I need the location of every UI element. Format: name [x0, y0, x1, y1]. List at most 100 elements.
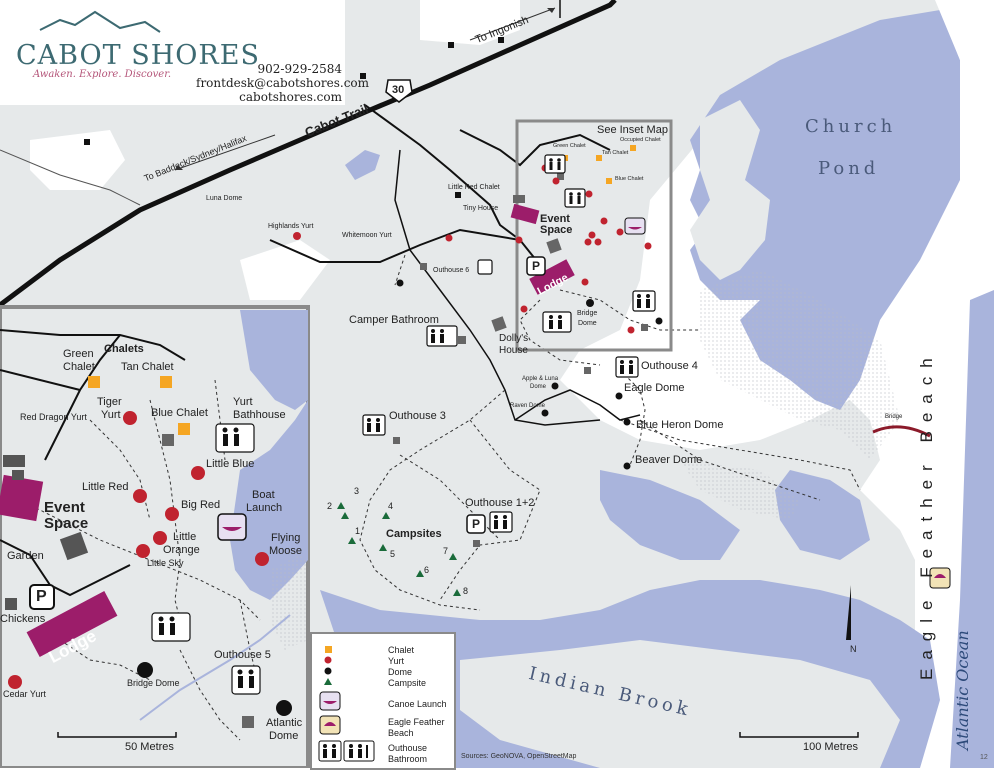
legend-campsite-marker [324, 678, 332, 685]
tan-chalet-label: Tan Chalet [602, 150, 629, 156]
highway-30-shield [385, 79, 413, 103]
main-buildings [393, 173, 648, 547]
legend-outhouse-figures [323, 744, 368, 758]
campsite-number-3: 3 [354, 486, 360, 496]
bridge-dome-label-1: Bridge [577, 310, 598, 317]
brand-name: CABOT SHORES [16, 40, 260, 71]
inset-flying-moose-label-2: Moose [269, 545, 303, 557]
inset-green-chalet-label-2: Chalet [63, 361, 95, 373]
campsite-number-2: 2 [327, 501, 333, 511]
inset-parking-letter: P [36, 588, 47, 605]
inset-yurt-bathhouse-label-2: Bathhouse [233, 409, 286, 421]
highlands-yurt-label: Highlands Yurt [268, 223, 314, 230]
occupied-chalet-label: Occupied Chalet [620, 137, 661, 143]
legend-beach-label-2: Beach [388, 728, 414, 738]
legend-umbrella-shape [324, 722, 336, 726]
legend-campsite-label: Campsite [388, 678, 427, 688]
church-pond-label-2: Pond [818, 158, 880, 179]
legend-outhouse-label-2: Bathroom [388, 754, 428, 764]
inset-red-dragon-yurt-label: Red Dragon Yurt [20, 412, 87, 422]
raven-dome-label: Raven Dome [510, 403, 546, 409]
dome-road [514, 389, 641, 421]
inset-canoe-shape [222, 527, 242, 531]
to-ingonish-arrow [469, 7, 556, 41]
inset-blue-chalet-marker [178, 423, 190, 435]
lot-2 [420, 0, 520, 45]
inset-water-2 [240, 310, 308, 410]
brand-tagline: Awaken. Explore. Discover. [33, 69, 172, 80]
inset-green-chalet-label-1: Green [63, 348, 94, 360]
legend-yurt-marker [324, 656, 332, 664]
small-pond [345, 150, 380, 180]
campsite-parking-icon [466, 514, 486, 534]
legend-outhouse-label-1: Outhouse [388, 743, 428, 753]
highway-number: 30 [392, 84, 405, 96]
apple-luna-dome-label-2: Dome [530, 384, 547, 390]
inset-garden-label: Garden [7, 550, 44, 562]
camper-bathroom-label: Camper Bathroom [349, 314, 439, 326]
outhouse-4-label: Outhouse 4 [641, 360, 698, 372]
page-number: 12 [980, 754, 988, 761]
inset-atlantic-dome-label-1: Atlantic [266, 717, 303, 729]
main-event-building [510, 203, 540, 225]
contact-phone: 902-929-2584 [257, 62, 342, 76]
spit [690, 100, 770, 280]
contact-website: cabotshores.com [239, 90, 342, 104]
inset-building-4 [5, 598, 17, 610]
inset-tiger-yurt-label-2: Yurt [101, 409, 121, 421]
sources-credit: Sources: GeoNOVA, OpenStreetMap [461, 753, 577, 760]
tiny-house-label: Tiny House [463, 205, 499, 212]
lot-3 [240, 240, 330, 300]
legend-chalet-marker [325, 646, 332, 653]
inset-chalets-label: Chalets [104, 343, 144, 355]
inset-green-chalet-marker [88, 376, 100, 388]
bridge [872, 425, 931, 438]
legend-canoe-shape [323, 701, 337, 704]
inset-big-red-label: Big Red [181, 499, 221, 511]
north-label: N [850, 644, 857, 654]
campsite-number-6: 6 [424, 565, 430, 575]
ocean [950, 290, 994, 768]
lodge-road [459, 129, 611, 167]
lot-1 [30, 130, 125, 190]
campsites-label: Campsites [386, 528, 442, 540]
campsite-number-4: 4 [388, 501, 394, 511]
campsite-markers [337, 502, 461, 596]
marsh [700, 270, 900, 460]
inset-event-building [0, 474, 44, 522]
outhouse-12-label: Outhouse 1+2 [465, 497, 535, 509]
main-parking-icon [526, 256, 546, 276]
inset-event-label-1: Event [44, 499, 85, 516]
eagle-dome-label: Eagle Dome [624, 382, 685, 394]
inset-tan-chalet-marker [160, 376, 172, 388]
inner-water [600, 470, 740, 560]
legend-beach-label-1: Eagle Feather [388, 717, 445, 727]
atlantic-ocean-label: Atlantic Ocean [953, 630, 972, 750]
inset-little-blue-label: Little Blue [206, 458, 255, 470]
legend-canoe-label: Canoe Launch [388, 699, 447, 709]
inset-building-3 [59, 531, 89, 561]
inset-building-2 [12, 470, 24, 480]
church-pond-label-1: Church [805, 116, 897, 137]
umbrella-shape [934, 574, 946, 578]
inset-atlantic-dome-marker [276, 700, 292, 716]
inset-tan-chalet-label: Tan Chalet [121, 361, 174, 373]
campsite-parking-letter: P [472, 517, 481, 531]
to-baddeck-arrow [174, 134, 276, 171]
inset-water [230, 400, 308, 600]
inset-cedar-yurt-label: Cedar Yurt [3, 689, 46, 699]
beaver-dome-label: Beaver Dome [635, 454, 703, 466]
inset-building-5 [162, 434, 174, 446]
main-scale-label: 100 Metres [803, 741, 859, 753]
campsite-number-7: 7 [443, 546, 449, 556]
side-road-3 [394, 149, 601, 426]
legend-dome-marker [324, 667, 332, 675]
legend-outhouse-icon-1 [318, 740, 342, 762]
main-small-buildings [84, 37, 504, 198]
green-chalet-label: Green Chalet [553, 143, 586, 149]
inset-building-1 [3, 455, 25, 467]
legend-chalet-label: Chalet [388, 645, 415, 655]
outhouse-figures [158, 158, 650, 688]
inset-atlantic-dome-label-2: Dome [269, 730, 299, 742]
